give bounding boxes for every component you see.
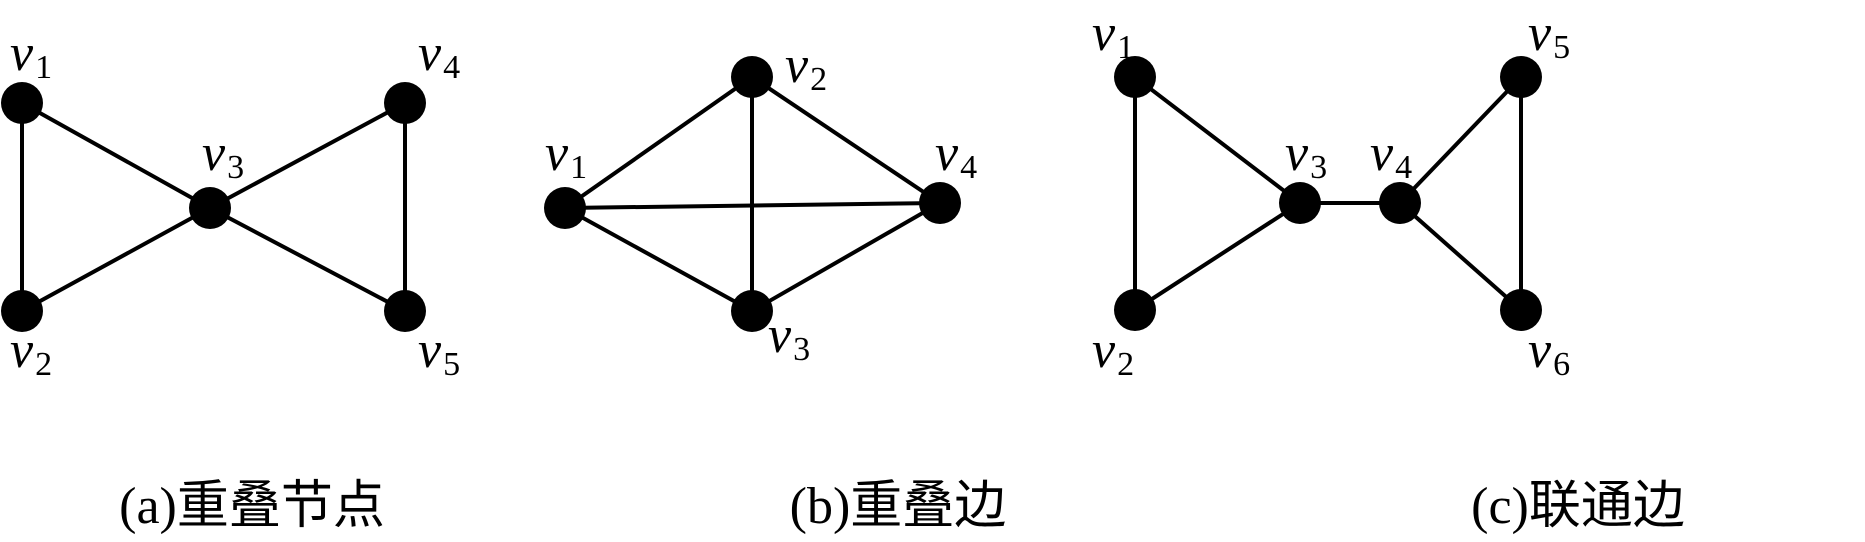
- node-a-v4: [384, 82, 426, 124]
- node-b-v2: [731, 56, 773, 98]
- edge-b-v2-b-v4: [750, 75, 942, 205]
- node-c-v1: [1114, 56, 1156, 98]
- node-c-v6: [1500, 289, 1542, 331]
- node-label-letter: v: [785, 37, 809, 94]
- node-c-v4: [1379, 182, 1421, 224]
- node-b-v1: [544, 187, 586, 229]
- node-label-c-v3: v3: [1285, 125, 1327, 186]
- edge-b-v1-b-v3: [563, 206, 754, 313]
- edge-a-v3-a-v5: [208, 206, 407, 313]
- node-label-subscript: 3: [227, 149, 244, 186]
- node-label-a-v4: v4: [418, 25, 460, 86]
- node-label-b-v2: v2: [785, 37, 827, 98]
- node-c-v2: [1114, 289, 1156, 331]
- node-label-subscript: 2: [35, 346, 52, 383]
- node-label-subscript: 2: [810, 61, 827, 98]
- node-label-c-v6: v6: [1528, 322, 1570, 383]
- node-label-letter: v: [1528, 5, 1552, 62]
- caption-b: (b)重叠边: [790, 478, 1007, 535]
- edge-c-v2-c-v3: [1133, 201, 1302, 312]
- node-label-c-v2: v2: [1092, 322, 1134, 383]
- node-label-subscript: 3: [1310, 149, 1327, 186]
- node-label-b-v3: v3: [768, 307, 810, 368]
- edge-a-v3-a-v4: [208, 101, 407, 210]
- node-a-v5: [384, 290, 426, 332]
- edge-b-v3-b-v4: [750, 201, 942, 313]
- node-label-subscript: 3: [793, 331, 810, 368]
- node-label-letter: v: [418, 322, 442, 379]
- node-label-a-v5: v5: [418, 322, 460, 383]
- node-label-letter: v: [10, 25, 34, 82]
- node-label-a-v2: v2: [10, 322, 52, 383]
- node-a-v2: [1, 290, 43, 332]
- node-label-subscript: 1: [1117, 29, 1134, 66]
- node-label-subscript: 1: [570, 149, 587, 186]
- node-label-c-v5: v5: [1528, 5, 1570, 66]
- node-label-b-v4: v4: [935, 125, 977, 186]
- node-label-b-v1: v1: [545, 125, 587, 186]
- node-label-letter: v: [1285, 125, 1309, 182]
- node-c-v5: [1500, 56, 1542, 98]
- node-label-a-v1: v1: [10, 25, 52, 86]
- node-b-v3: [731, 290, 773, 332]
- node-label-letter: v: [1092, 5, 1116, 62]
- node-label-letter: v: [768, 307, 792, 364]
- node-label-subscript: 6: [1553, 346, 1570, 383]
- node-label-letter: v: [935, 125, 959, 182]
- node-b-v4: [919, 182, 961, 224]
- node-label-c-v1: v1: [1092, 5, 1134, 66]
- edge-b-v1-b-v2: [563, 75, 754, 210]
- node-a-v3: [189, 187, 231, 229]
- caption-c: (c)联通边: [1471, 478, 1685, 535]
- node-c-v3: [1279, 182, 1321, 224]
- node-label-subscript: 5: [443, 346, 460, 383]
- edge-c-v4-c-v5: [1398, 75, 1523, 205]
- node-label-subscript: 4: [960, 149, 977, 186]
- node-label-letter: v: [418, 25, 442, 82]
- edge-a-v1-a-v3: [20, 101, 212, 210]
- node-label-letter: v: [10, 322, 34, 379]
- edge-a-v2-a-v3: [20, 206, 212, 313]
- caption-a: (a)重叠节点: [119, 478, 385, 535]
- node-label-subscript: 5: [1553, 29, 1570, 66]
- node-label-letter: v: [1528, 322, 1552, 379]
- node-label-subscript: 4: [1395, 149, 1412, 186]
- edge-c-v1-c-v3: [1133, 75, 1302, 205]
- node-label-letter: v: [202, 125, 226, 182]
- node-a-v1: [1, 82, 43, 124]
- node-label-c-v4: v4: [1370, 125, 1412, 186]
- node-label-subscript: 2: [1117, 346, 1134, 383]
- node-label-letter: v: [1370, 125, 1394, 182]
- node-label-subscript: 4: [443, 49, 460, 86]
- node-label-letter: v: [1092, 322, 1116, 379]
- node-label-a-v3: v3: [202, 125, 244, 186]
- edge-c-v4-c-v6: [1398, 201, 1523, 312]
- node-label-letter: v: [545, 125, 569, 182]
- node-label-subscript: 1: [35, 49, 52, 86]
